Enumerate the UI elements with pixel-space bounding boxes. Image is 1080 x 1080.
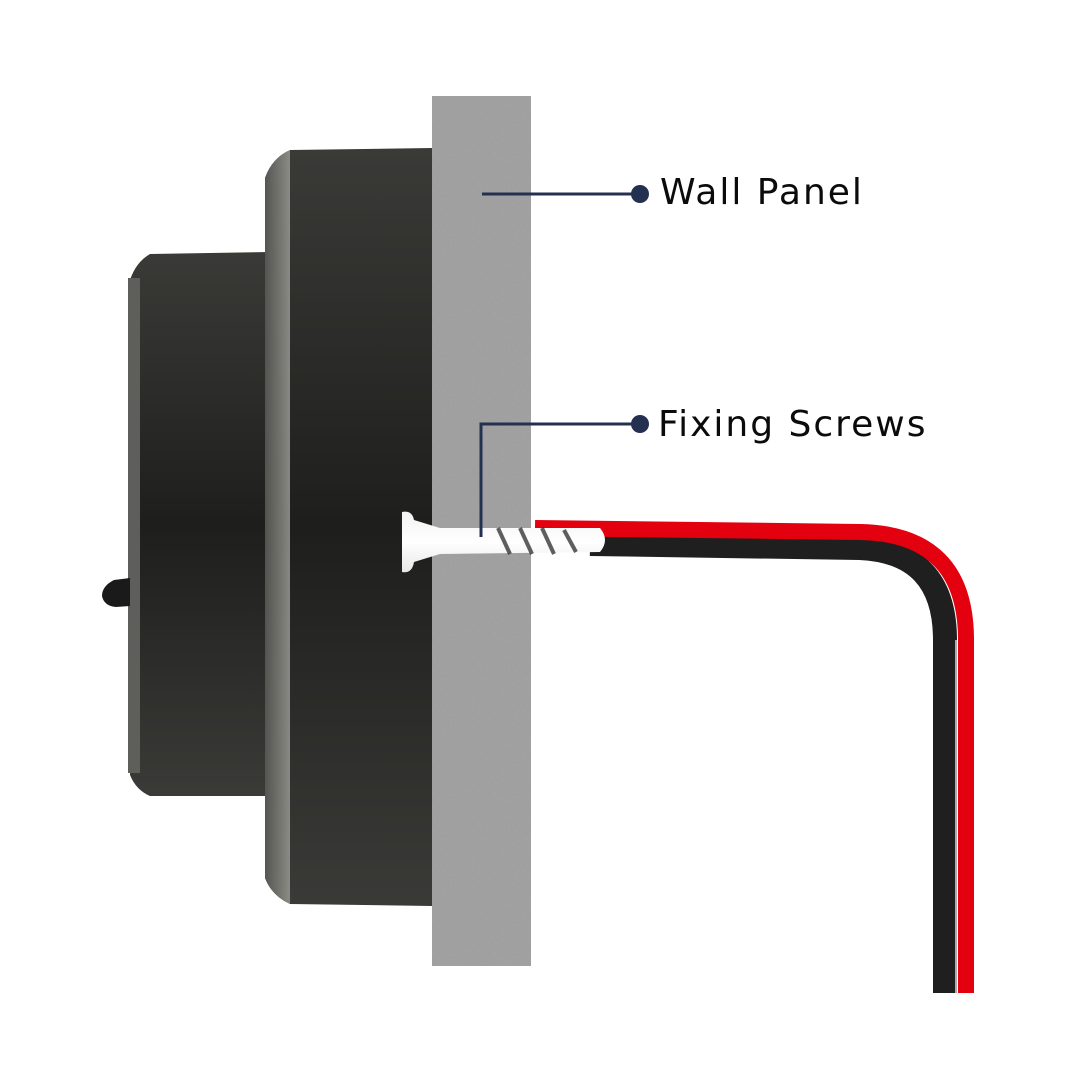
fixing-screws-label: Fixing Screws	[658, 404, 928, 445]
wall-panel-label: Wall Panel	[660, 172, 864, 213]
device-latch	[102, 578, 130, 607]
cable-black	[589, 532, 957, 993]
device-front-housing	[265, 148, 432, 906]
cable-assembly	[534, 520, 974, 993]
cable-red	[534, 520, 974, 993]
fixing-screw	[402, 511, 605, 573]
fixing-screws-leader	[479, 415, 649, 537]
device-rear-housing	[128, 252, 272, 796]
wall-panel-leader	[482, 185, 649, 203]
